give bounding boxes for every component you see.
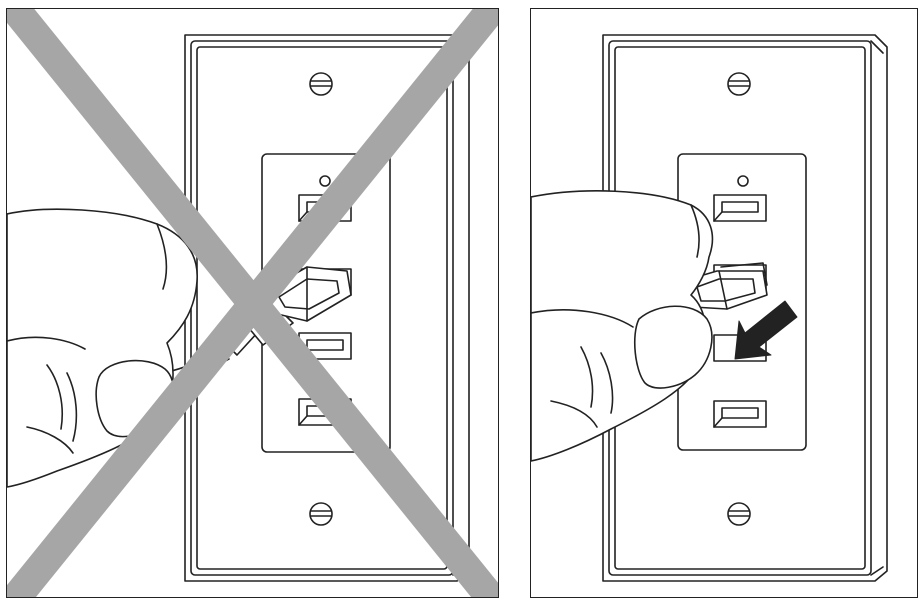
indicator-light bbox=[319, 175, 331, 187]
incorrect-method-illustration bbox=[7, 9, 498, 597]
usb-port-1 bbox=[713, 194, 767, 222]
correct-method-illustration bbox=[531, 34, 888, 582]
indicator-light bbox=[737, 175, 749, 187]
usb-port-4 bbox=[713, 400, 767, 428]
x-mark-icon bbox=[7, 9, 498, 597]
usb-plug bbox=[682, 262, 768, 310]
incorrect-method-panel bbox=[6, 8, 499, 598]
correct-method-panel bbox=[530, 8, 918, 598]
hand-illustration bbox=[531, 190, 714, 462]
top-screw-icon bbox=[727, 72, 751, 96]
bottom-screw-icon bbox=[309, 502, 333, 526]
bottom-screw-icon bbox=[727, 502, 751, 526]
insert-arrow-icon bbox=[734, 300, 798, 360]
hand-illustration bbox=[7, 208, 198, 488]
top-screw-icon bbox=[309, 72, 333, 96]
